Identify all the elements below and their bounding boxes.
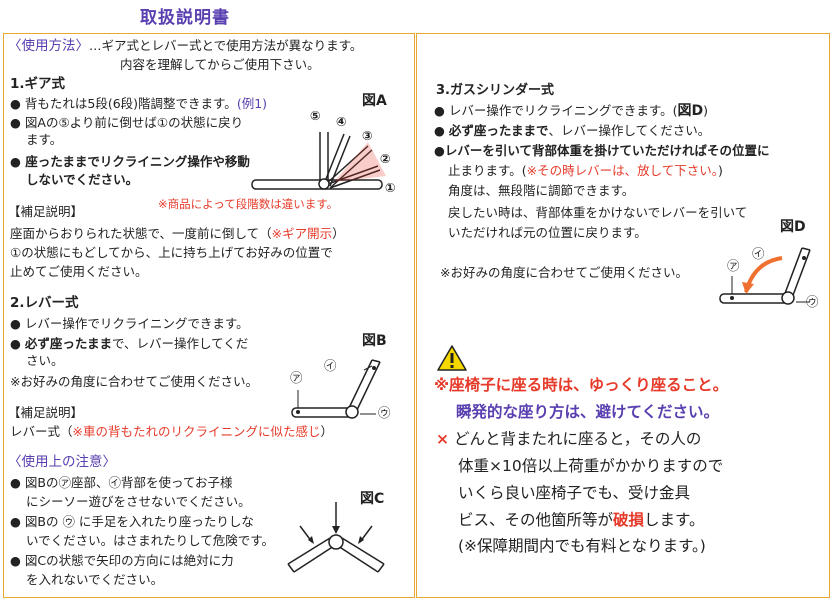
gas-note: ※お好みの角度に合わせてご使用ください。 [440,265,688,280]
figure-a-num-2: ② [380,151,391,166]
figure-b-mark-i: ㋑ [324,358,337,373]
supplement1-heading: 【補足説明】 [8,204,84,219]
figure-a-num-4: ④ [336,114,347,129]
warning-line3: × どんと背またれに座ると，その人の [436,430,702,448]
lever-item2-cont: さい。 [26,353,64,368]
gas-item2: ● 必ず座ったままで、レバー操作してください。 [434,123,711,138]
usage-heading: 〈使用方法〉 [8,38,89,54]
caution-item2: ● 図Bの ㋒ に手足を入れたり座ったりしな [10,514,254,529]
caution-heading: 〈使用上の注意〉 [8,454,116,470]
supplement1-line2: ①の状態にもどしてから、上に持ち上げてお好みの位置で [10,245,333,260]
gas-item1: ● レバー操作でリクライニングできます。(図D) [434,103,709,119]
supplement1-line3: 止めてご使用ください。 [10,264,148,279]
gas-item6: 戻したい時は、背部体重をかけないでレバーを引いて [448,205,748,220]
figure-b-mark-u: ㋒ [378,405,391,420]
left-panel [3,33,415,598]
gear-item1: ● 背もたれは5段(6段)階調整できます。(例1) [10,96,268,111]
figure-d-diagram [719,247,811,305]
right-panel [416,33,830,598]
figure-d-mark-a: ㋐ [727,258,740,273]
gas-item5: 角度は、無段階に調節できます。 [448,183,635,198]
lever-heading: 2.レバー式 [10,295,79,311]
usage-intro-line1: …ギア式とレバー式とで使用方法が異なります。 [89,38,363,53]
figure-a-num-3: ③ [362,128,373,143]
figure-c-diagram [287,502,385,573]
lever-item3: ※お好みの角度に合わせてご使用ください。 [10,374,258,389]
supplement2-heading: 【補足説明】 [8,405,84,420]
supplement1-line1: 座面からおりられた状態で、一度前に倒して（※ギア開示） [10,226,345,241]
warning-line4: 体重×10倍以上荷重がかかりますので [458,457,724,475]
gas-item4: 止まります。(※その時レバーは、放して下さい。) [448,163,723,178]
gear-item2-cont: ます。 [26,132,63,147]
warning-line1: ※座椅子に座る時は、ゆっくり座ること。 [434,376,729,394]
figure-d-label: 図D [780,219,806,235]
figure-a-diagram [251,132,386,190]
supplement2-line: レバー式（※車の背もたれのリクライニングに似た感じ） [10,424,334,439]
figure-d-mark-u: ㋒ [806,294,819,309]
caution-item3-cont: を入れないでください。 [26,572,164,587]
usage-intro-line2: 内容を理解してからご使用下さい。 [120,57,320,72]
figure-a-num-1: ① [385,180,396,195]
gas-heading: 3.ガスシリンダー式 [436,83,554,98]
warning-icon [437,345,467,371]
warning-line6: ビス、その他箇所等が破損します。 [458,511,705,529]
figure-a-num-5: ⑤ [310,108,321,123]
warning-line2: 瞬発的な座り方は、避けてください。 [456,403,720,421]
gear-note: ※商品によって段階数は違います。 [158,197,339,211]
usage-intro: 〈使用方法〉…ギア式とレバー式とで使用方法が異なります。 [8,37,362,55]
figure-c-label: 図C [360,491,385,507]
caution-item1-cont: にシーソー遊びをさせないでください。 [26,494,251,509]
lever-item2: ● 必ず座ったままで、レバー操作してくだ [10,336,249,351]
figure-a-label: 図A [362,93,387,109]
figure-b-diagram [291,359,381,419]
gas-item7: いただければ元の位置に戻ります。 [448,225,647,240]
warning-line7: (※保障期間内でも有料となります。) [458,537,706,555]
lever-item1: ● レバー操作でリクライニングできます。 [10,316,249,331]
figure-b-label: 図B [362,333,387,349]
warning-line5: いくら良い座椅子でも、受け金具 [458,484,691,502]
caution-item1: ● 図Bの㋐座部、㋑背部を使ってお子様 [10,475,233,490]
gear-item2: ● 図Aの⑤より前に倒せば①の状態に戻り [10,115,244,130]
gas-item3: ●レバーを引いて背部体重を掛けていただければその位置に [434,143,770,158]
gear-heading: 1.ギア式 [10,76,66,92]
figure-b-mark-a: ㋐ [290,370,303,385]
page-title: 取扱説明書 [140,8,230,28]
gear-item3-cont: しないでください。 [26,172,139,187]
figure-d-mark-i: ㋑ [752,246,765,261]
caution-item2-cont: いでください。はさまれたりして危険です。 [26,533,275,548]
caution-item3: ● 図Cの状態で矢印の方向には絶対に力 [10,553,234,568]
gear-item3: ● 座ったままでリクライニング操作や移動 [10,154,250,169]
